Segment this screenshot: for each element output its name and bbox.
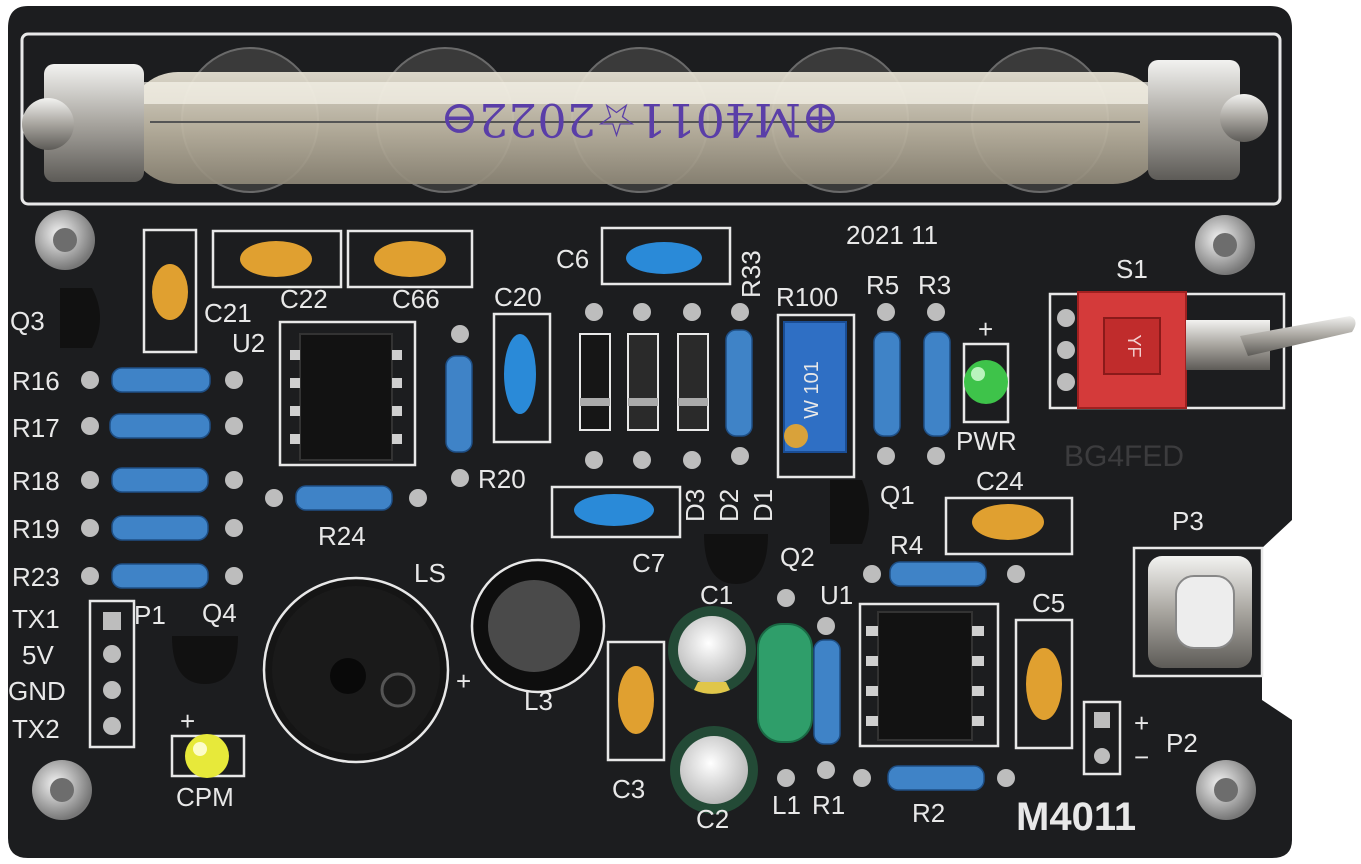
resistors (109, 329, 987, 791)
trimmer-marking: W 101 (801, 361, 823, 419)
label-c1: C1 (700, 580, 733, 610)
board-model: M4011 (1016, 795, 1136, 839)
label-c20: C20 (494, 282, 542, 312)
diodes (579, 303, 709, 469)
label-r17: R17 (12, 413, 60, 443)
tube-cap-left (22, 64, 144, 182)
label-d1: D1 (748, 489, 778, 522)
label-date: 2021 11 (846, 220, 938, 250)
label-u2: U2 (232, 328, 265, 358)
label-p2-plus: + (1134, 708, 1149, 738)
label-p3: P3 (1172, 506, 1204, 536)
label-c22: C22 (280, 284, 328, 314)
transistor-q1 (830, 480, 869, 544)
label-q4: Q4 (202, 598, 237, 628)
label-r100: R100 (776, 282, 838, 312)
label-gnd: GND (8, 676, 66, 706)
electrolytic-capacitor-c2 (670, 726, 758, 814)
label-d2: D2 (714, 489, 744, 522)
electrolytic-capacitor-c1 (668, 606, 756, 694)
label-q3: Q3 (10, 306, 45, 336)
mount-screw-br (1196, 760, 1256, 820)
mount-screw-tl (35, 210, 95, 270)
led-pwr (964, 360, 1008, 404)
label-pwr-plus: + (978, 314, 993, 344)
label-cpm-plus: + (180, 706, 195, 736)
label-r2: R2 (912, 798, 945, 828)
trimmer-potentiometer: W 101 (783, 321, 847, 453)
switch-marking: YF (1124, 334, 1144, 357)
transistor-q2 (704, 534, 768, 584)
ceramic-capacitors-blue (504, 242, 702, 526)
label-tx1: TX1 (12, 604, 60, 634)
label-r23: R23 (12, 562, 60, 592)
label-ghost: BG4FED (1064, 440, 1184, 473)
label-cpm: CPM (176, 782, 234, 812)
label-c2: C2 (696, 804, 729, 834)
ceramic-capacitors-orange (152, 241, 1062, 734)
resistor-leads-pads (81, 303, 1025, 787)
pin-header-p1 (103, 612, 121, 735)
label-r24: R24 (318, 521, 366, 551)
label-ls-plus: + (456, 666, 471, 696)
pin-header-p2 (1094, 712, 1110, 764)
label-c6: C6 (556, 244, 589, 274)
label-c3: C3 (612, 774, 645, 804)
label-c21: C21 (204, 298, 252, 328)
ic-u1 (866, 611, 984, 741)
label-p1: P1 (134, 600, 166, 630)
label-5v: 5V (22, 640, 54, 670)
silkscreen-labels: Q3 C21 U2 C22 C66 R16 R17 R18 R19 R23 R2… (8, 220, 1204, 839)
transistor-q4 (172, 636, 238, 684)
label-q2: Q2 (780, 542, 815, 572)
label-p2-minus: − (1134, 742, 1149, 772)
transistor-q3 (60, 288, 100, 348)
tube-marking: ⊕M4011☆2022⊖ (440, 93, 840, 147)
label-u1: U1 (820, 580, 853, 610)
label-r33: R33 (736, 250, 766, 298)
mount-screw-tr (1195, 215, 1255, 275)
label-c5: C5 (1032, 588, 1065, 618)
inductor-l3 (470, 558, 606, 694)
led-cpm (185, 734, 229, 778)
ic-u2 (290, 333, 402, 461)
tube-cap-right (1148, 60, 1268, 180)
label-r18: R18 (12, 466, 60, 496)
label-c66: C66 (392, 284, 440, 314)
label-r1: R1 (812, 790, 845, 820)
label-l3: L3 (524, 686, 553, 716)
label-r4: R4 (890, 530, 923, 560)
inductor-l1 (757, 589, 813, 787)
buzzer-ls (262, 576, 450, 764)
label-ls: LS (414, 558, 446, 588)
label-pwr: PWR (956, 426, 1017, 456)
label-q1: Q1 (880, 480, 915, 510)
geiger-tube: ⊕M4011☆2022⊖ (22, 60, 1268, 184)
label-p2: P2 (1166, 728, 1198, 758)
label-s1: S1 (1116, 254, 1148, 284)
tube-frame (20, 32, 1282, 206)
silkscreen-outlines (88, 226, 1286, 778)
label-tx2: TX2 (12, 714, 60, 744)
label-l1: L1 (772, 790, 801, 820)
label-r20: R20 (478, 464, 526, 494)
toggle-switch-s1[interactable]: YF (1057, 291, 1356, 409)
label-c24: C24 (976, 466, 1024, 496)
label-r19: R19 (12, 514, 60, 544)
usb-c-port-p3[interactable] (1148, 556, 1252, 668)
label-c7: C7 (632, 548, 665, 578)
mount-screw-bl (32, 760, 92, 820)
label-r5: R5 (866, 270, 899, 300)
label-r3: R3 (918, 270, 951, 300)
label-d3: D3 (680, 489, 710, 522)
label-r16: R16 (12, 366, 60, 396)
